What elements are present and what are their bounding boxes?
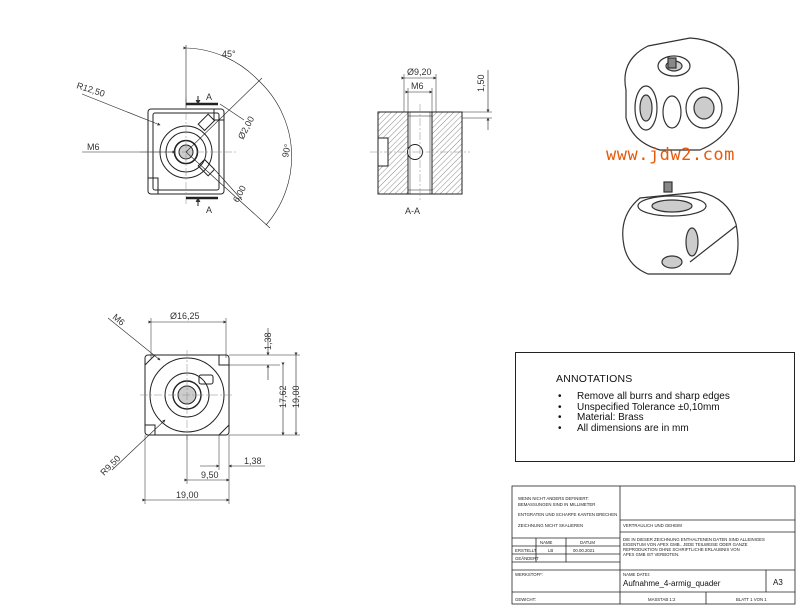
dim-section-dia: Ø9,20 xyxy=(407,67,432,77)
dim-angle-45: 45° xyxy=(222,49,236,59)
isometric-view-bottom xyxy=(622,181,739,275)
tb-row-geaendert: GEÄNDERT xyxy=(515,556,539,561)
tb-size: A3 xyxy=(773,578,783,587)
annotation-item: Remove all burrs and sharp edges xyxy=(557,391,730,403)
tb-confidential-1: DIE IN DIESER ZEICHNUNG ENTHALTENEN DATE… xyxy=(623,537,765,542)
dim-radius-r12: R12,50 xyxy=(75,80,106,98)
tb-note-2: BEMASSUNGEN SIND IN MILLIMETER xyxy=(518,502,595,507)
tb-file-name: Aufnahme_4-armig_quader xyxy=(623,579,721,588)
dim-offset-6: 6,00 xyxy=(231,184,248,204)
annotation-item: All dimensions are in mm xyxy=(557,423,730,435)
dim-hole-dia: Ø2,00 xyxy=(236,115,256,141)
tb-col-name: NAME xyxy=(540,540,553,545)
dim-bottom-chamfer: 1,38 xyxy=(263,332,273,350)
tb-werkstoff: WERKSTOFF: xyxy=(515,572,543,577)
dim-bottom-height-inner: 17,62 xyxy=(278,385,288,408)
tb-note-4: ZEICHNUNG NICHT SKALIEREN xyxy=(518,523,583,528)
tb-col-datum: DATUM xyxy=(580,540,595,545)
isometric-view-top xyxy=(624,37,740,151)
annotation-item: Material: Brass xyxy=(557,412,730,424)
tb-erstellt-name: LB xyxy=(548,548,553,553)
tb-note-1: WENN NICHT ANDERS DEFINIERT: xyxy=(518,496,589,501)
section-marker-bottom: A xyxy=(206,205,212,215)
front-view xyxy=(81,45,292,229)
tb-massstab: MASSTAB 1:2 xyxy=(648,597,676,602)
tb-row-erstellt: ERSTELLT xyxy=(515,548,537,553)
annotations-title: ANNOTATIONS xyxy=(556,373,633,385)
title-block-text: WENN NICHT ANDERS DEFINIERT: BEMASSUNGEN… xyxy=(515,496,783,602)
tb-confidential-2: EIGENTUM VON APEX GMB.. JEDE TEILWEISE O… xyxy=(623,542,748,547)
dim-bottom-radius: R9,50 xyxy=(98,453,122,477)
dim-bottom-dia: Ø16,25 xyxy=(170,311,200,321)
annotations-box: ANNOTATIONS Remove all burrs and sharp e… xyxy=(515,352,795,462)
tb-blatt: BLATT 1 VON 1 xyxy=(736,597,767,602)
tb-note-3: ENTGRATEN UND SCHARFE KANTEN BRECHEN xyxy=(518,512,617,517)
dim-arc-90: 90° xyxy=(280,143,293,159)
annotation-item: Unspecified Tolerance ±0,10mm xyxy=(557,402,730,414)
dim-section-depth: 1,50 xyxy=(476,74,486,92)
tb-confidential-label: VERTRAULICH UND GEHEIM xyxy=(623,523,682,528)
dim-bottom-width: 19,00 xyxy=(176,490,199,500)
tb-erstellt-date: 00.00.2021 xyxy=(573,548,595,553)
tb-gewicht: GEWICHT: xyxy=(515,597,536,602)
watermark-text: www.jdw2.com xyxy=(606,145,735,165)
dim-bottom-thread: M6 xyxy=(111,312,127,328)
tb-name-label: NAME DATEI: xyxy=(623,572,650,577)
section-view-labels: Ø9,20 M6 1,50 A-A xyxy=(405,67,486,216)
section-view xyxy=(370,70,492,202)
section-marker-top: A xyxy=(206,92,212,102)
dim-section-thread: M6 xyxy=(411,81,424,91)
section-label: A-A xyxy=(405,206,420,216)
title-block xyxy=(511,485,796,605)
tb-confidential-3: REPRODUKTION OHNE SCHRIFTLICHE ERLAUBNIS… xyxy=(623,547,740,552)
dim-bottom-chamfer-h: 1,38 xyxy=(244,456,262,466)
bottom-view xyxy=(107,317,300,504)
tb-confidential-4: APEX GMB IST VERBOTEN. xyxy=(623,552,679,557)
annotations-list: Remove all burrs and sharp edges Unspeci… xyxy=(557,391,730,435)
dim-bottom-height: 19,00 xyxy=(291,385,301,408)
dim-front-thread: M6 xyxy=(87,142,100,152)
dim-bottom-offset: 9,50 xyxy=(201,470,219,480)
